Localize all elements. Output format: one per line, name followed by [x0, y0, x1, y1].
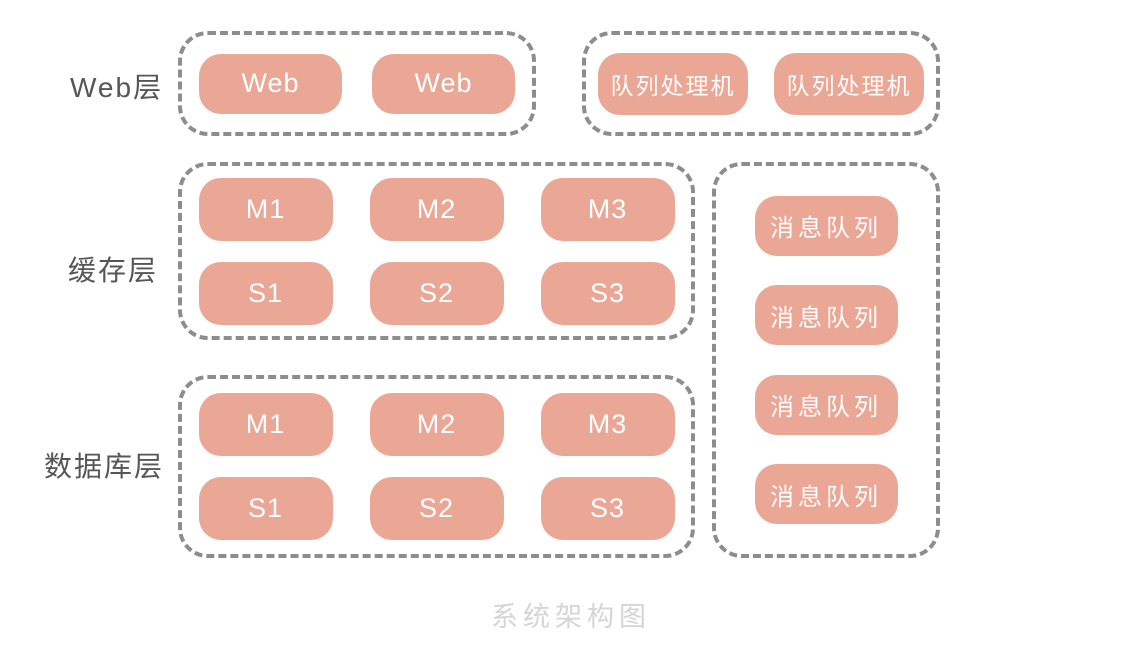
cache-slave-node: S3	[540, 261, 675, 325]
web-node: Web	[372, 53, 515, 114]
cache-slave-node: S1	[198, 261, 333, 325]
queue-processor-node: 队列处理机	[774, 52, 924, 115]
web-layer-label: Web层	[70, 72, 164, 103]
message-queue-node: 消息队列	[754, 464, 898, 525]
diagram-caption: 系统架构图	[491, 602, 651, 632]
cache-master-node: M1	[198, 177, 333, 241]
queue-processor-group: 队列处理机 队列处理机	[582, 31, 940, 136]
database-slave-node: S2	[369, 477, 504, 540]
database-master-node: M2	[369, 393, 504, 456]
message-queue-node: 消息队列	[754, 374, 898, 435]
database-group: M1 M2 M3 S1 S2 S3	[178, 375, 695, 558]
cache-slave-node: S2	[369, 261, 504, 325]
cache-layer-label: 缓存层	[68, 255, 159, 286]
web-node: Web	[199, 53, 342, 114]
message-queue-node: 消息队列	[754, 285, 898, 346]
cache-master-node: M3	[540, 177, 675, 241]
database-slave-node: S1	[198, 477, 333, 540]
database-slave-node: S3	[540, 477, 675, 540]
message-queue-group: 消息队列 消息队列 消息队列 消息队列	[712, 162, 940, 558]
cache-master-node: M2	[369, 177, 504, 241]
message-queue-node: 消息队列	[754, 195, 898, 256]
web-group: Web Web	[178, 31, 536, 136]
cache-group: M1 M2 M3 S1 S2 S3	[178, 162, 695, 340]
queue-processor-node: 队列处理机	[598, 52, 748, 115]
database-layer-label: 数据库层	[44, 451, 165, 482]
database-master-node: M1	[198, 393, 333, 456]
database-master-node: M3	[540, 393, 675, 456]
